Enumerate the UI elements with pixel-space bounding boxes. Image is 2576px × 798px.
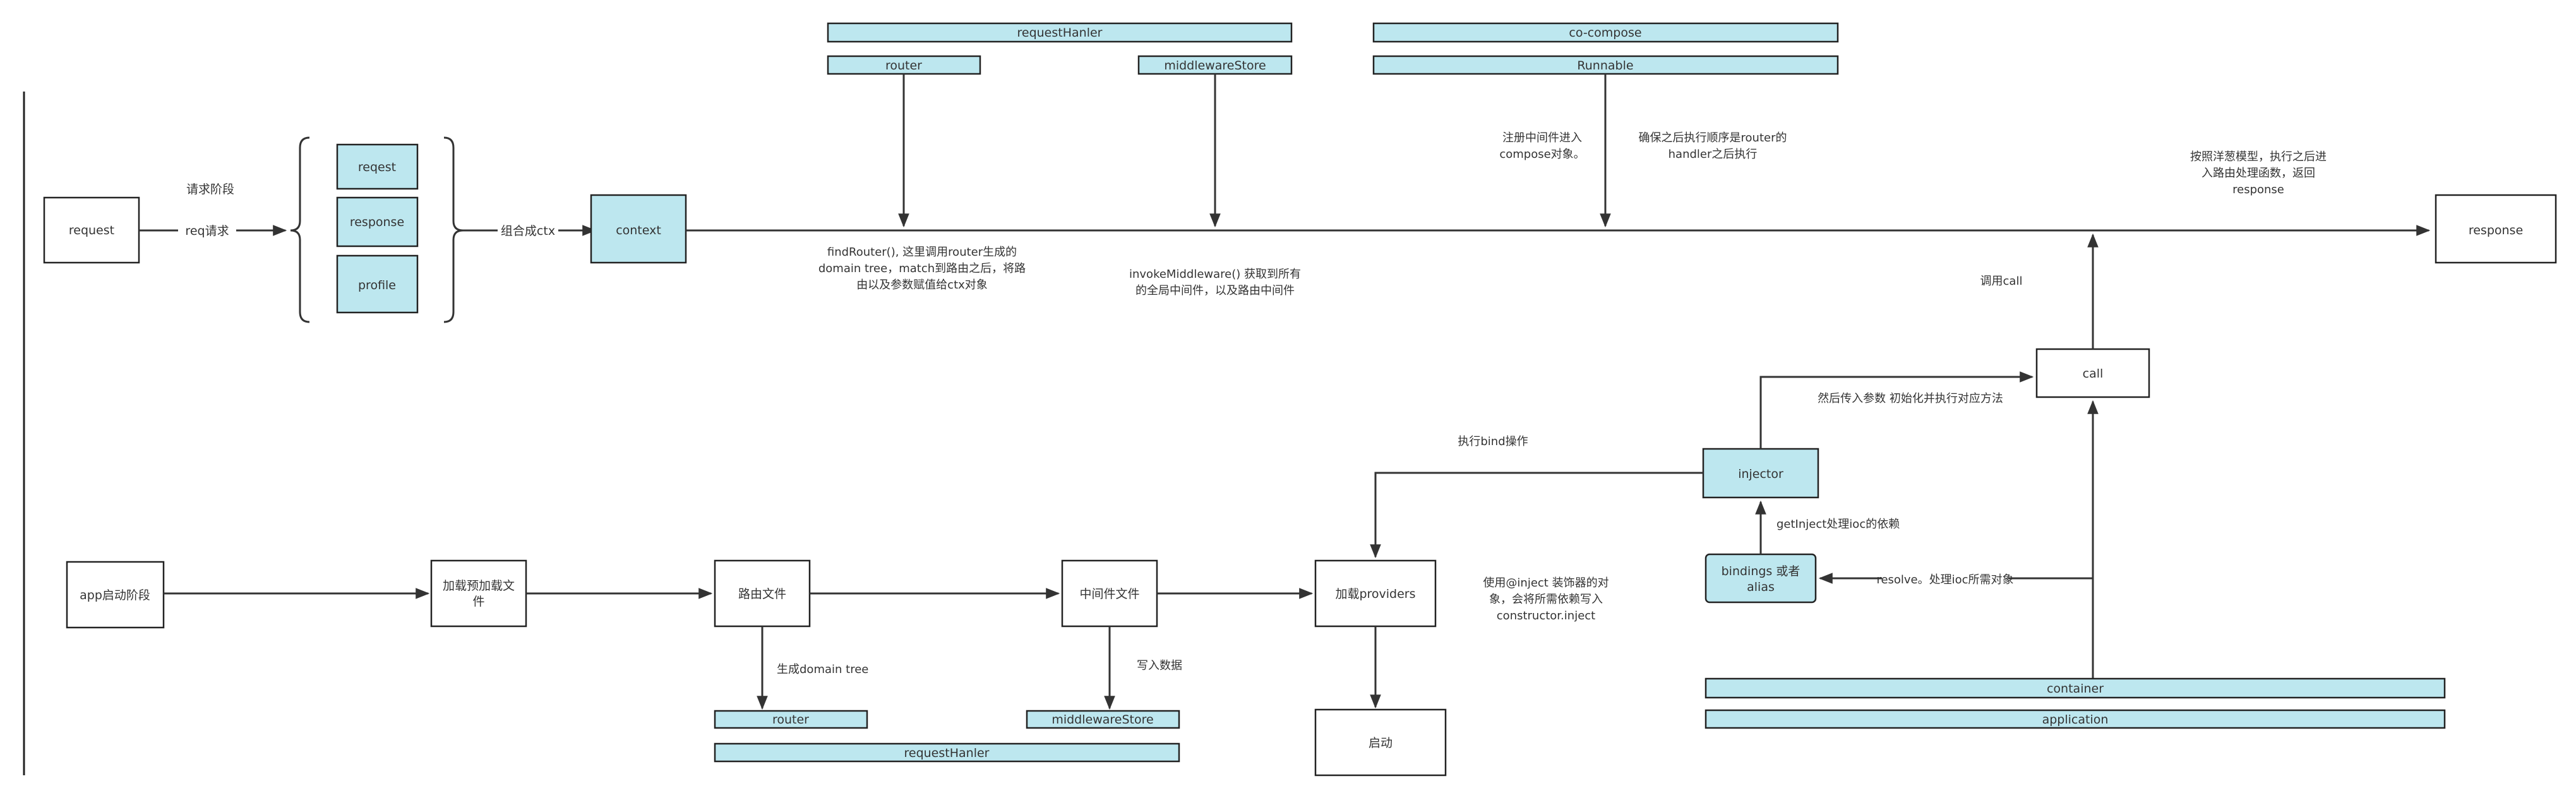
node-reqest: reqest [336, 143, 419, 190]
right-brace [443, 136, 464, 323]
node-providers: 加载providers [1314, 559, 1437, 628]
node-middleware-file: 中间件文件 [1061, 559, 1158, 628]
bar-bottom-request-handler-label: requestHanler [904, 746, 990, 760]
node-profile-label: profile [358, 278, 396, 292]
node-reqest-label: reqest [358, 160, 396, 174]
label-find-router-line-3: 由以及参数赋值给ctx对象 [856, 278, 988, 292]
bar-top-middleware-store: middlewareStore [1137, 55, 1293, 75]
label-ensure-order-line-1: 确保之后执行顺序是router的 [1639, 131, 1787, 145]
label-onion-model-line-1: 按照洋葱模型，执行之后进 [2190, 150, 2327, 164]
node-request-label: request [69, 223, 114, 237]
label-find-router-line-1: findRouter(), 这里调用router生成的 [827, 246, 1017, 259]
bar-container-label: container [2047, 682, 2104, 696]
label-invoke-middleware-line-2: 的全局中间件，以及路由中间件 [1135, 284, 1295, 297]
node-response: response [2435, 194, 2557, 264]
node-app-start-label: app启动阶段 [80, 588, 150, 602]
bar-top-request-handler-label: requestHanler [1017, 26, 1103, 40]
node-profile: profile [336, 254, 419, 314]
node-call: call [2035, 348, 2150, 398]
bar-bottom-request-handler: requestHanler [714, 742, 1180, 763]
label-use-inject-line-2: 象，会将所需依赖写入 [1489, 593, 1603, 606]
label-resolve: resolve。处理ioc所需对象 [1876, 573, 2013, 587]
node-bindings-label-line-2: alias [1747, 580, 1775, 594]
node-bindings: bindings 或者 alias [1704, 553, 1817, 604]
node-middleware-file-label: 中间件文件 [1079, 587, 1139, 601]
label-call-call: 调用call [1980, 275, 2023, 288]
node-request: request [43, 196, 140, 264]
label-resolve-bg [1882, 571, 2008, 587]
label-register-middleware-line-2: compose对象。 [1499, 148, 1585, 161]
label-onion-model-line-3: response [2232, 183, 2284, 196]
node-providers-label: 加载providers [1335, 587, 1415, 601]
label-write-data: 写入数据 [1137, 659, 1182, 672]
label-request-phase: 请求阶段 [186, 182, 234, 196]
bar-bottom-middleware-store-label: middlewareStore [1051, 713, 1153, 727]
bar-runnable: Runnable [1372, 55, 1839, 75]
label-invoke-middleware: invokeMiddleware() 获取到所有 的全局中间件，以及路由中间件 [1129, 268, 1301, 297]
label-generate-domain-tree: 生成domain tree [777, 663, 868, 676]
node-response-part-label: response [350, 215, 404, 229]
bar-co-compose: co-compose [1372, 22, 1839, 43]
node-route-file-label: 路由文件 [738, 587, 786, 601]
bar-top-router: router [827, 55, 981, 75]
label-use-inject-line-1: 使用@inject 装饰器的对 [1483, 576, 1609, 590]
label-register-middleware: 注册中间件进入 compose对象。 [1499, 131, 1585, 161]
bar-top-router-label: router [885, 59, 922, 73]
edge-injector-to-call [1759, 371, 2034, 449]
label-bind-operation: 执行bind操作 [1458, 435, 1528, 448]
label-ensure-order-line-2: handler之后执行 [1668, 148, 1758, 161]
node-preload-label-line-2: 件 [472, 595, 484, 609]
bar-bottom-router: router [714, 710, 868, 729]
label-get-inject: getInject处理ioc的依赖 [1776, 518, 1900, 531]
label-combine-ctx: 组合成ctx [501, 224, 555, 238]
node-call-label: call [2083, 367, 2104, 381]
label-combine-ctx-bg [498, 222, 558, 239]
label-register-middleware-line-1: 注册中间件进入 [1502, 131, 1582, 145]
node-app-start: app启动阶段 [66, 561, 165, 629]
bar-bottom-middleware-store: middlewareStore [1026, 710, 1180, 729]
node-preload: 加载预加载文 件 [430, 559, 527, 628]
label-req-request: req请求 [185, 224, 229, 238]
node-response-label: response [2469, 223, 2523, 237]
node-injector: injector [1702, 448, 1819, 499]
bar-top-middleware-store-label: middlewareStore [1164, 59, 1266, 73]
node-launch-label: 启动 [1369, 736, 1393, 750]
node-launch: 启动 [1314, 708, 1447, 777]
node-context: context [590, 194, 687, 264]
label-ensure-order: 确保之后执行顺序是router的 handler之后执行 [1639, 131, 1787, 161]
label-invoke-middleware-line-1: invokeMiddleware() 获取到所有 [1129, 268, 1301, 281]
edge-injector-to-providers [1370, 472, 1703, 559]
label-use-inject: 使用@inject 装饰器的对 象，会将所需依赖写入 constructor.i… [1483, 576, 1609, 622]
label-onion-model-line-2: 入路由处理函数，返回 [2202, 167, 2315, 180]
bar-application-label: application [2042, 713, 2109, 727]
node-context-label: context [616, 223, 661, 237]
bar-bottom-router-label: router [772, 713, 809, 727]
bar-application: application [1704, 709, 2446, 729]
node-route-file: 路由文件 [714, 559, 811, 628]
left-brace [290, 136, 310, 323]
label-req-request-bg [178, 222, 236, 239]
bar-top-request-handler: requestHanler [827, 22, 1293, 43]
label-find-router-line-2: domain tree，match到路由之后，将路 [818, 262, 1026, 275]
bar-co-compose-label: co-compose [1569, 26, 1641, 40]
label-pass-params: 然后传入参数 初始化并执行对应方法 [1818, 392, 2003, 405]
bar-runnable-label: Runnable [1577, 59, 1633, 73]
label-use-inject-line-3: constructor.inject [1497, 609, 1595, 622]
node-injector-label: injector [1738, 467, 1783, 481]
bar-container: container [1704, 677, 2446, 699]
label-onion-model: 按照洋葱模型，执行之后进 入路由处理函数，返回 response [2190, 150, 2327, 196]
node-preload-label-line-1: 加载预加载文 [443, 579, 515, 593]
node-response-part: response [336, 196, 419, 247]
node-bindings-label-line-1: bindings 或者 [1722, 564, 1800, 578]
label-find-router: findRouter(), 这里调用router生成的 domain tree，… [818, 246, 1026, 292]
